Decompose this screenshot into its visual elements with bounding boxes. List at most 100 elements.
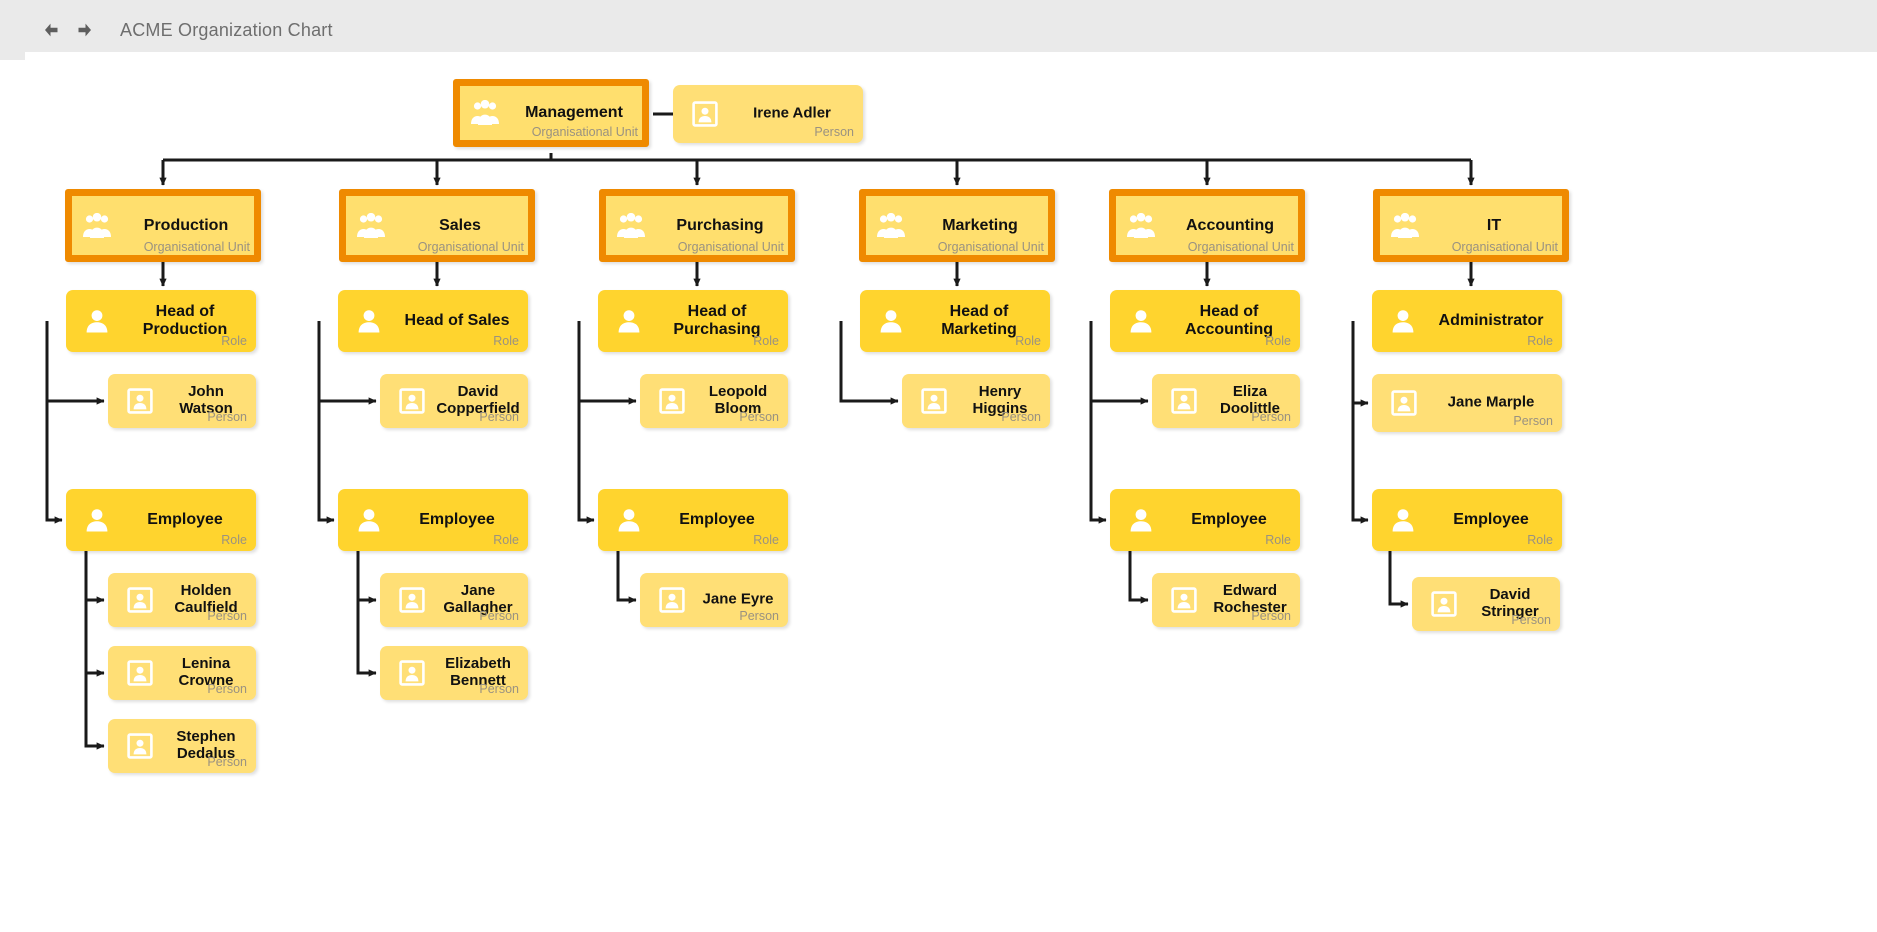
node-subtitle: Person [207,410,247,424]
node-subtitle: Organisational Unit [417,240,524,254]
person-badge-icon [1170,387,1198,415]
node-subtitle: Role [221,533,247,547]
node-title: Management [525,104,623,122]
group-icon [874,209,908,243]
group-icon [80,209,114,243]
node-title: Employee [1453,511,1529,529]
person-badge-icon [658,387,686,415]
person-icon [1386,304,1420,338]
node-subtitle: Person [207,609,247,623]
node-subtitle: Organisational Unit [143,240,250,254]
node-title: Production [143,216,229,234]
person-icon [80,503,114,537]
node-title: Employee [419,511,495,529]
arrow-right-icon[interactable] [72,17,98,43]
node-subtitle: Person [207,682,247,696]
node-title: John Watson [179,383,233,417]
node-title: Marketing [942,216,1018,234]
person-badge-icon [1390,389,1418,417]
node-subtitle: Person [1513,414,1553,428]
node-subtitle: Organisational Unit [1451,240,1558,254]
node-title: Head of Accounting [1185,303,1273,338]
person-icon [352,304,386,338]
node-title: Administrator [1438,312,1544,330]
breadcrumb[interactable]: ACME Organization Chart [120,19,333,40]
node-title: Edward Rochester [1213,582,1287,616]
node-title: Eliza Doolittle [1220,383,1280,417]
node-subtitle: Person [479,410,519,424]
group-icon [1388,209,1422,243]
node-subtitle: Person [1001,410,1041,424]
group-icon [614,209,648,243]
node-title: Purchasing [676,216,764,234]
node-subtitle: Person [1251,410,1291,424]
person-badge-icon [126,659,154,687]
node-subtitle: Role [221,334,247,348]
node-title: Holden Caulfield [174,582,238,616]
person-badge-icon [658,586,686,614]
person-badge-icon [691,100,719,128]
node-subtitle: Person [739,410,779,424]
arrow-left-icon[interactable] [38,17,64,43]
top-toolbar: ACME Organization Chart [0,0,1877,60]
person-icon [352,503,386,537]
node-subtitle: Person [479,609,519,623]
node-subtitle: Person [1511,613,1551,627]
node-subtitle: Organisational Unit [531,125,638,139]
person-badge-icon [398,659,426,687]
node-title: Sales [439,216,481,234]
node-subtitle: Role [1265,533,1291,547]
person-icon [874,304,908,338]
group-icon [468,96,502,130]
node-title: Elizabeth Bennett [445,655,511,689]
person-badge-icon [398,586,426,614]
node-title: Jane Marple [1447,393,1535,411]
person-icon [1386,503,1420,537]
node-title: David Copperfield [436,383,520,417]
node-subtitle: Organisational Unit [677,240,784,254]
node-title: Henry Higgins [972,383,1028,417]
person-icon [80,304,114,338]
person-badge-icon [1170,586,1198,614]
person-badge-icon [398,387,426,415]
person-icon [1124,304,1158,338]
node-title: Head of Marketing [941,303,1017,338]
node-title: Irene Adler [753,104,831,122]
person-badge-icon [126,732,154,760]
